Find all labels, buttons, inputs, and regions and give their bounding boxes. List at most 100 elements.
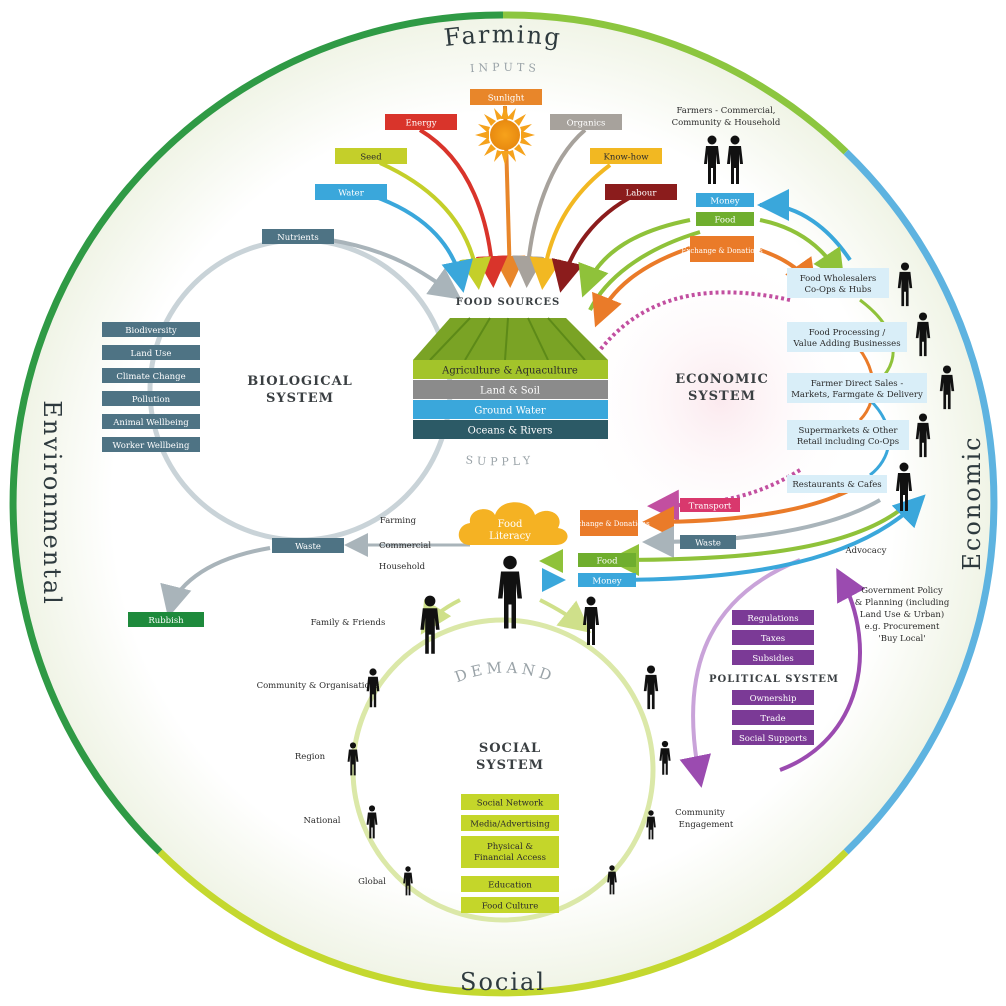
svg-text:Land Use: Land Use — [131, 349, 172, 359]
food-sources-title: FOOD SOURCES — [456, 297, 560, 308]
political-social-supports: Social Supports — [732, 730, 814, 745]
waste-source-farming: Farming — [380, 516, 417, 526]
svg-text:Media/Advertising: Media/Advertising — [470, 820, 550, 830]
svg-text:Food Wholesalers: Food Wholesalers — [800, 274, 877, 284]
political-trade: Trade — [732, 710, 814, 725]
svg-text:Seed: Seed — [360, 153, 382, 163]
exchange-box-bottom: Exchange & Donations — [568, 510, 650, 536]
field-rows — [429, 317, 586, 361]
social-item-food-culture: Food Culture — [461, 897, 559, 913]
exchange-flow-arrow — [592, 246, 691, 328]
business-restaurants: Restaurants & Cafes — [787, 475, 887, 493]
svg-text:Food: Food — [714, 216, 736, 226]
waste-box: Waste — [272, 538, 344, 553]
supply-label: SUPPLY — [465, 453, 535, 468]
social-item-media: Media/Advertising — [461, 815, 559, 831]
seed-arrow — [379, 161, 492, 290]
scale-community: Community & Organisations — [257, 681, 380, 691]
biological-factor-4: Animal Wellbeing — [102, 414, 200, 429]
social-title-line1: SOCIAL — [479, 741, 541, 756]
svg-text:Pollution: Pollution — [132, 395, 171, 405]
biological-factor-0: Biodiversity — [102, 322, 200, 337]
svg-text:Markets, Farmgate & Delivery: Markets, Farmgate & Delivery — [791, 390, 923, 400]
food-box-bottom: Food — [578, 553, 636, 567]
policy-line-0: Government Policy — [861, 586, 943, 596]
scale-region: Region — [295, 752, 326, 762]
food-literacy-cloud: Food Literacy — [458, 502, 568, 545]
svg-text:Education: Education — [488, 881, 532, 891]
svg-text:Money: Money — [592, 577, 621, 587]
input-seed: Seed — [335, 148, 407, 164]
social-cycle — [350, 617, 656, 923]
knowhow-arrow — [529, 163, 612, 290]
policy-line-1: & Planning (including — [855, 597, 950, 608]
economic-title-line1: ECONOMIC — [675, 372, 769, 387]
business-processing: Food Processing / Value Adding Businesse… — [787, 322, 907, 352]
social-item-network: Social Network — [461, 794, 559, 810]
food-return-arrow — [607, 508, 902, 576]
svg-text:Organics: Organics — [567, 119, 606, 129]
input-sunlight: Sunlight — [470, 89, 542, 105]
social-item-education: Education — [461, 876, 559, 892]
svg-text:Food Processing /: Food Processing / — [809, 328, 886, 338]
transport-box: Transport — [680, 498, 740, 512]
organics-arrow — [512, 128, 587, 288]
rubbish-arrow — [160, 546, 271, 618]
svg-text:Ground Water: Ground Water — [474, 406, 546, 417]
svg-text:Farmer Direct Sales -: Farmer Direct Sales - — [811, 379, 904, 389]
biological-factor-3: Pollution — [102, 391, 200, 406]
food-flow-arrow — [578, 218, 691, 298]
waste-box-bottom: Waste — [680, 535, 736, 549]
social-item-access: Physical &Financial Access — [461, 836, 559, 868]
svg-text:Nutrients: Nutrients — [277, 233, 318, 243]
svg-text:Animal Wellbeing: Animal Wellbeing — [112, 418, 189, 428]
sun-icon — [475, 105, 535, 165]
svg-text:Energy: Energy — [405, 119, 436, 129]
svg-text:Literacy: Literacy — [489, 531, 531, 542]
nutrients-box: Nutrients — [262, 229, 334, 244]
economic-title-line2: SYSTEM — [688, 389, 756, 404]
business-direct-sales: Farmer Direct Sales - Markets, Farmgate … — [787, 373, 927, 403]
business-supermarkets: Supermarkets & Other Retail including Co… — [787, 420, 909, 450]
svg-text:Food: Food — [498, 519, 523, 530]
svg-text:Biodiversity: Biodiversity — [125, 326, 177, 336]
water-arrow — [369, 193, 473, 293]
svg-text:Land & Soil: Land & Soil — [480, 386, 540, 397]
svg-text:Transport: Transport — [689, 502, 732, 512]
economic-ring — [843, 149, 998, 855]
social-ring — [157, 849, 849, 997]
svg-text:Climate Change: Climate Change — [116, 372, 185, 382]
waste-source-commercial: Commercial — [379, 541, 431, 551]
layer-ground-water: Ground Water — [413, 400, 608, 419]
svg-text:Exchange & Donations: Exchange & Donations — [568, 520, 650, 528]
political-regulations: Regulations — [732, 610, 814, 625]
svg-text:Trade: Trade — [760, 714, 785, 724]
svg-text:Subsidies: Subsidies — [752, 654, 793, 664]
advocacy-label: Advocacy — [845, 546, 887, 556]
waste-return-arrow — [642, 498, 882, 558]
policy-line-4: 'Buy Local' — [878, 634, 925, 644]
field-icon — [413, 318, 608, 360]
labour-arrow — [551, 193, 636, 293]
policy-arc — [779, 567, 866, 772]
layer-land-soil: Land & Soil — [413, 380, 608, 399]
svg-text:Waste: Waste — [295, 542, 321, 552]
svg-text:Co-Ops & Hubs: Co-Ops & Hubs — [805, 285, 872, 295]
money-box-bottom: Money — [578, 573, 636, 587]
exchange-return-arrow — [642, 488, 851, 538]
svg-text:Water: Water — [338, 189, 365, 199]
svg-text:Agriculture & Aquaculture: Agriculture & Aquaculture — [441, 366, 578, 377]
svg-text:Oceans & Rivers: Oceans & Rivers — [468, 426, 553, 437]
svg-text:Food Culture: Food Culture — [482, 902, 539, 912]
layer-oceans-rivers: Oceans & Rivers — [413, 420, 608, 439]
environmental-label: Environmental — [38, 400, 66, 606]
svg-text:Social Network: Social Network — [477, 799, 544, 809]
waste-source-household: Household — [379, 562, 426, 572]
svg-text:Supermarkets & Other: Supermarkets & Other — [799, 426, 899, 436]
svg-text:Money: Money — [710, 197, 739, 207]
svg-text:Know-how: Know-how — [604, 153, 650, 163]
farming-ring — [502, 11, 849, 155]
political-ownership: Ownership — [732, 690, 814, 705]
scale-global: Global — [358, 877, 386, 887]
input-energy: Energy — [385, 114, 457, 130]
